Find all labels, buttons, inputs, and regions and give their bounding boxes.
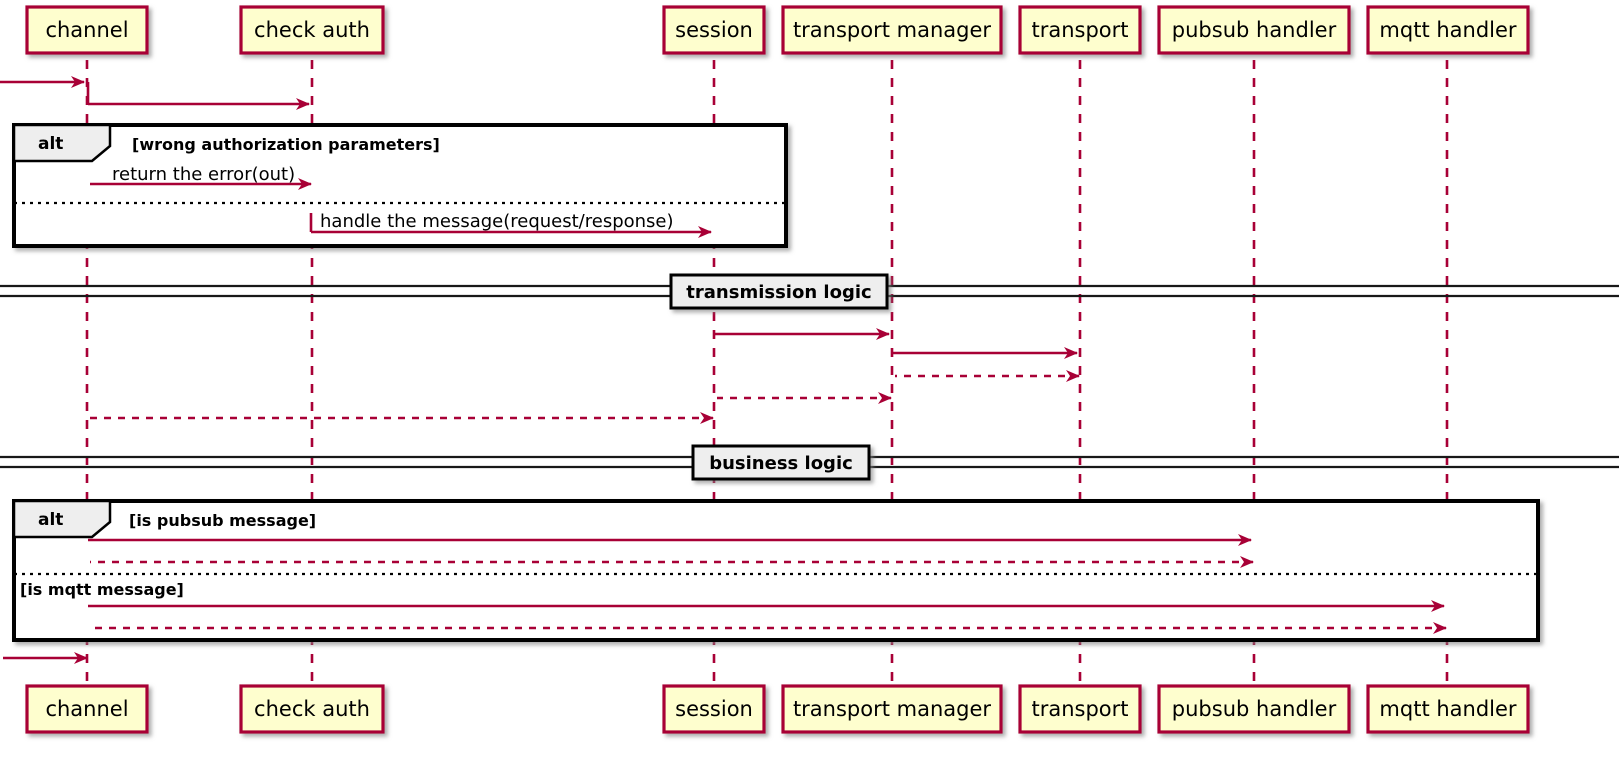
participant-box-transport-manager-bottom — [781, 684, 1003, 734]
message-label-return-the-error: return the error(out) — [112, 164, 296, 185]
participant-box-check-auth-bottom — [239, 684, 385, 734]
participant-label-pubsub-handler-top: pubsub handler — [1171, 18, 1337, 42]
alt-keyword-business: alt — [38, 510, 64, 530]
participant-label-mqtt-handler-bottom: mqtt handler — [1379, 697, 1517, 721]
alt-keyword-tab — [12, 123, 112, 163]
alt-keyword-auth: alt — [38, 134, 64, 154]
participant-box-transport-bottom — [1018, 684, 1142, 734]
divider-transmission-logic — [0, 273, 1619, 310]
participant-label-transport-manager-top: transport manager — [792, 18, 992, 42]
participant-box-pubsub-handler-top — [1157, 5, 1351, 55]
fragment-alt-business — [12, 499, 1540, 642]
participant-box-session-top — [662, 5, 766, 55]
participant-boxes-bottom — [25, 684, 1530, 734]
participant-box-channel-bottom — [25, 684, 149, 734]
participant-box-session-bottom — [662, 684, 766, 734]
participant-box-mqtt-handler-bottom — [1366, 684, 1530, 734]
participant-label-transport-bottom: transport — [1031, 697, 1129, 721]
participant-label-mqtt-handler-top: mqtt handler — [1379, 18, 1517, 42]
participant-label-pubsub-handler-bottom: pubsub handler — [1171, 697, 1337, 721]
participant-label-check-auth-top: check auth — [254, 18, 370, 42]
participant-box-mqtt-handler-top — [1366, 5, 1530, 55]
message-label-handle-the-message: handle the message(request/response) — [320, 211, 674, 232]
participant-label-check-auth-bottom: check auth — [254, 697, 370, 721]
participant-label-channel-bottom: channel — [45, 697, 129, 721]
participant-label-session-top: session — [675, 18, 753, 42]
divider-business-logic — [0, 444, 1619, 481]
participant-boxes-top — [25, 5, 1530, 55]
participant-label-transport-top: transport — [1031, 18, 1129, 42]
divider-label-business-logic: business logic — [709, 453, 853, 474]
fragment-alt-auth — [12, 123, 788, 248]
alt-keyword-tab — [12, 499, 112, 539]
participant-box-transport-top — [1018, 5, 1142, 55]
participant-label-session-bottom: session — [675, 697, 753, 721]
participant-box-check-auth-top — [239, 5, 385, 55]
participant-box-transport-manager-top — [781, 5, 1003, 55]
messages — [0, 76, 1447, 664]
participant-label-transport-manager-bottom: transport manager — [792, 697, 992, 721]
alt-guard-is-pubsub-message: [is pubsub message] — [129, 511, 317, 530]
alt-guard-wrong-authorization: [wrong authorization parameters] — [132, 135, 440, 154]
participant-label-channel-top: channel — [45, 18, 129, 42]
divider-label-transmission-logic: transmission logic — [686, 282, 872, 303]
alt-guard-is-mqtt-message: [is mqtt message] — [20, 580, 184, 599]
participant-box-channel-top — [25, 5, 149, 55]
participant-box-pubsub-handler-bottom — [1157, 684, 1351, 734]
